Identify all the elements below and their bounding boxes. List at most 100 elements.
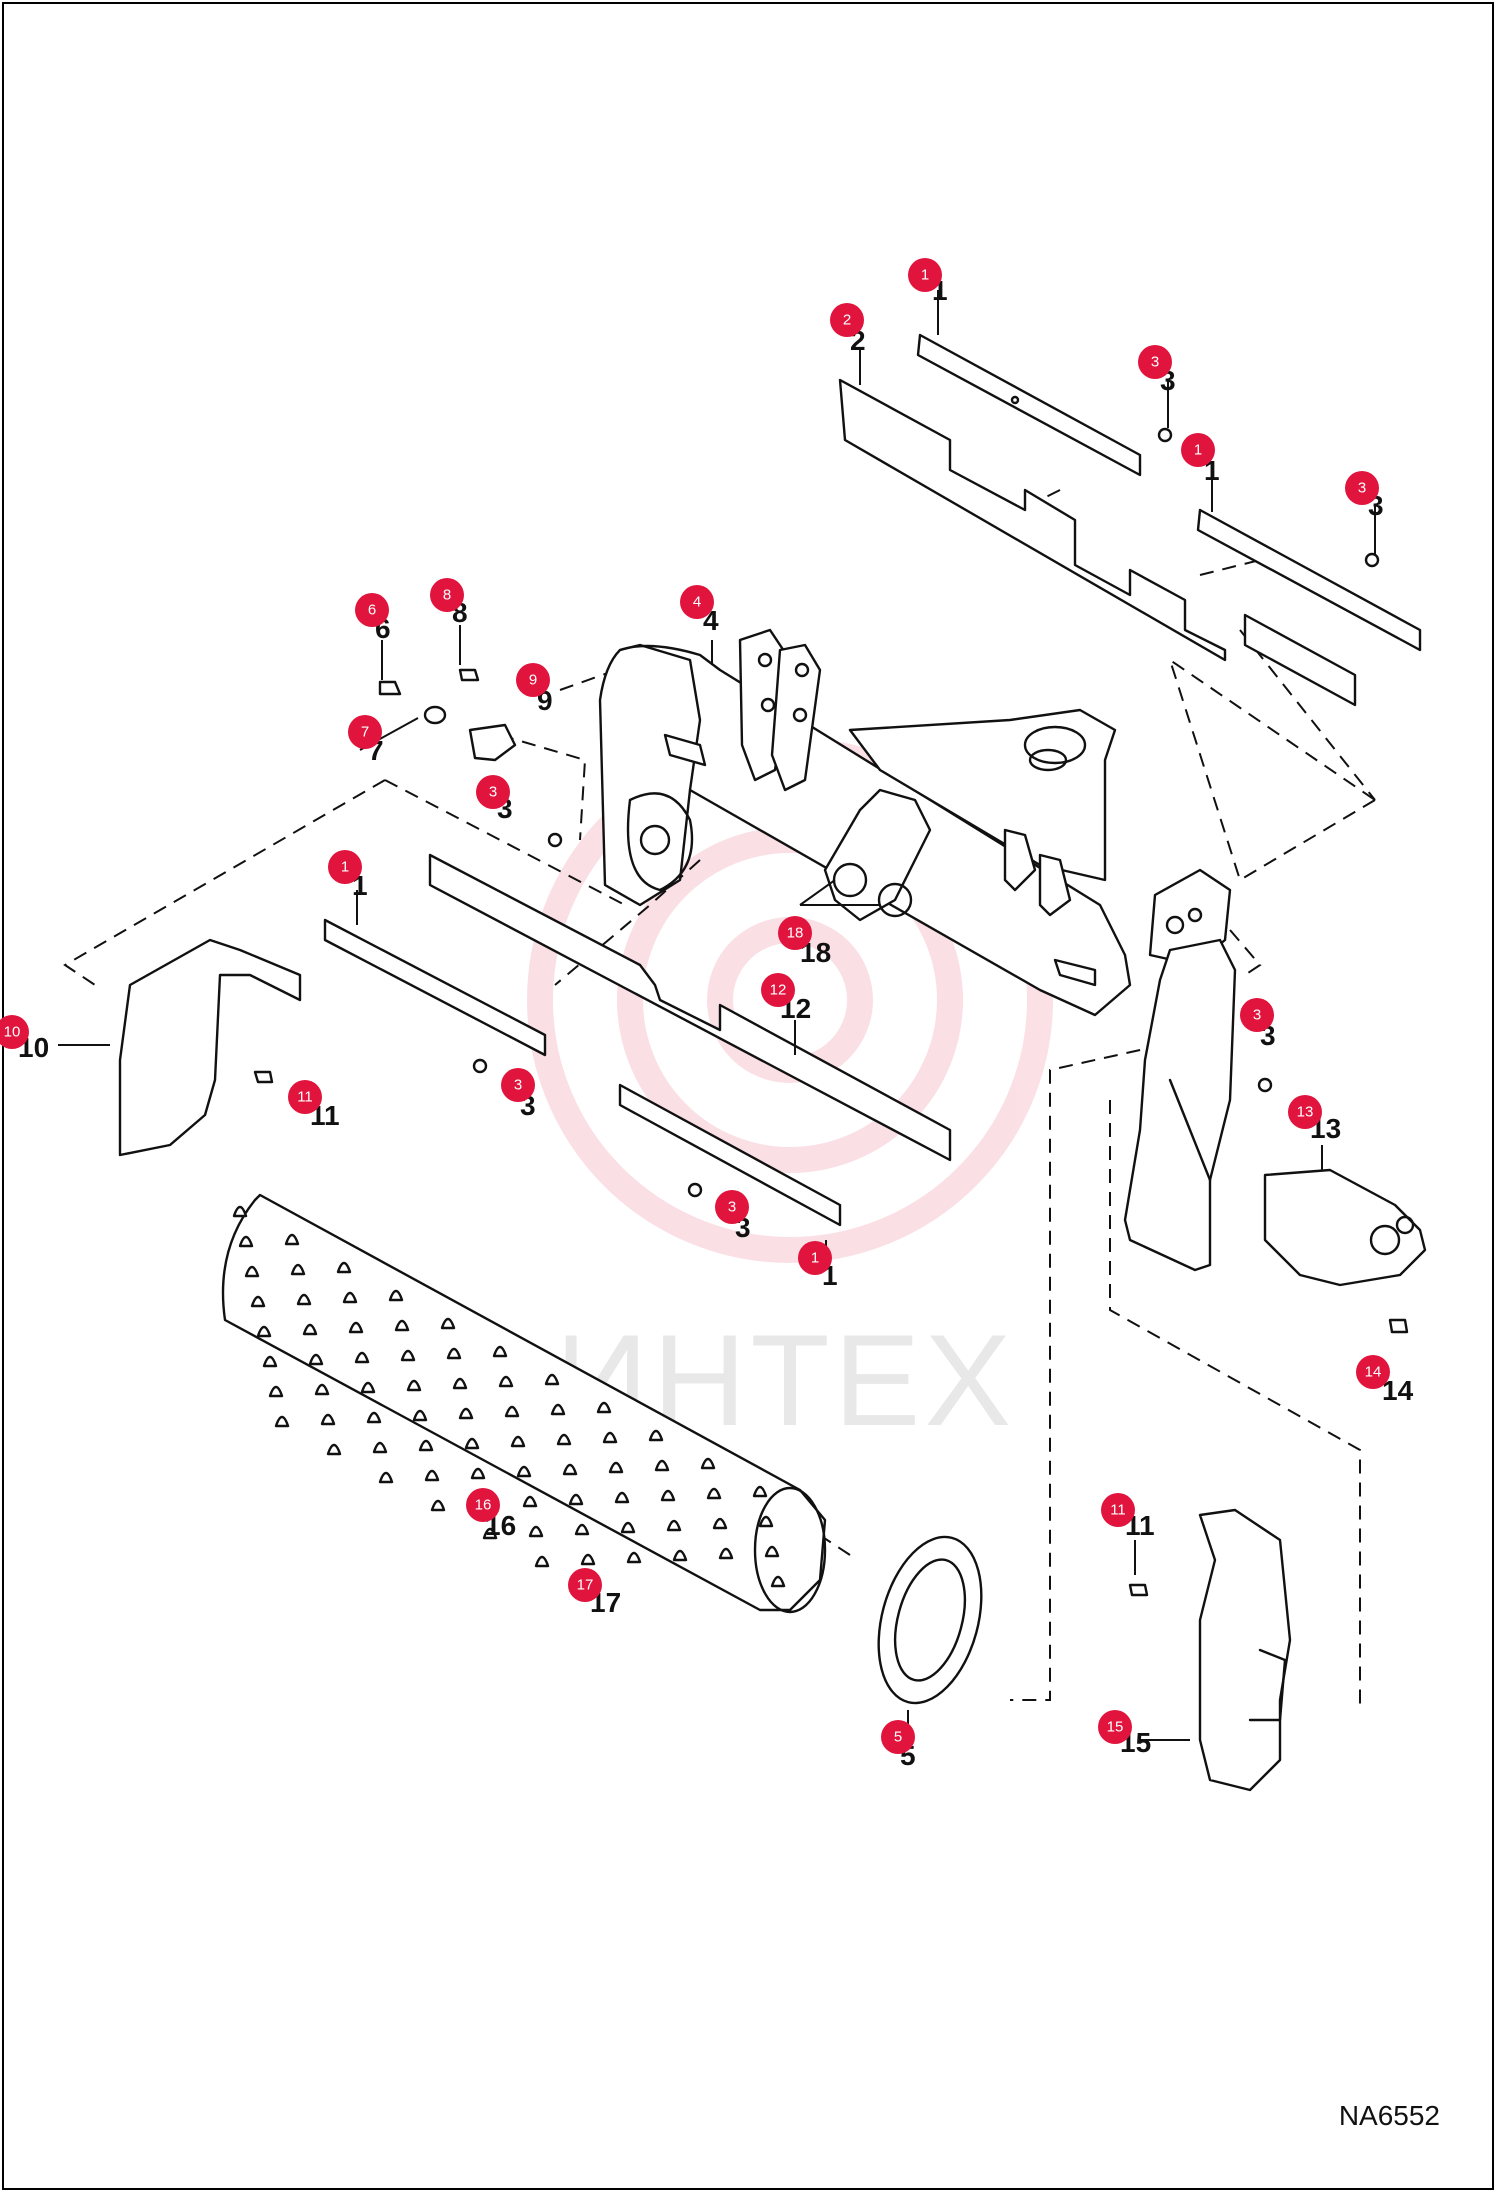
- callout-badge-c3d[interactable]: 3: [501, 1068, 535, 1102]
- drum-tooth: [296, 1293, 312, 1306]
- drum-tooth: [394, 1319, 410, 1332]
- drum-tooth: [284, 1233, 300, 1246]
- svg-text:9: 9: [529, 672, 537, 689]
- callout-badge-c3a[interactable]: 3: [1138, 345, 1172, 379]
- drum-tooth: [458, 1407, 474, 1420]
- drum-tooth: [464, 1437, 480, 1450]
- callout-badge-c14[interactable]: 14: [1356, 1355, 1390, 1389]
- svg-text:11: 11: [297, 1089, 313, 1106]
- drum-tooth: [406, 1379, 422, 1392]
- svg-text:3: 3: [514, 1077, 522, 1094]
- drum-tooth: [648, 1429, 664, 1442]
- drum-tooth: [446, 1347, 462, 1360]
- callout-badge-c18[interactable]: 18: [778, 916, 812, 950]
- drum-tooth: [342, 1291, 358, 1304]
- callout-badge-c13[interactable]: 13: [1288, 1095, 1322, 1129]
- drum-tooth: [752, 1485, 768, 1498]
- svg-text:2: 2: [843, 312, 851, 329]
- drum-tooth: [388, 1289, 404, 1302]
- svg-text:3: 3: [728, 1199, 736, 1216]
- svg-text:3: 3: [1151, 354, 1159, 371]
- drum-tooth: [354, 1351, 370, 1364]
- callout-badge-c8[interactable]: 8: [430, 578, 464, 612]
- drum-tooth: [608, 1461, 624, 1474]
- callout-badge-c1b[interactable]: 1: [1181, 433, 1215, 467]
- drum-tooth: [366, 1411, 382, 1424]
- drum-tooth: [596, 1401, 612, 1414]
- drum-tooth: [424, 1469, 440, 1482]
- drum-tooth: [326, 1443, 342, 1456]
- callout-badge-c15[interactable]: 15: [1098, 1710, 1132, 1744]
- svg-text:18: 18: [787, 925, 804, 942]
- svg-text:1: 1: [1194, 442, 1202, 459]
- callout-badge-c4[interactable]: 4: [680, 585, 714, 619]
- drum-tooth: [712, 1517, 728, 1530]
- drum-tooth: [314, 1383, 330, 1396]
- callout-badge-c10[interactable]: 10: [0, 1015, 29, 1049]
- callout-badge-c3f[interactable]: 3: [1240, 998, 1274, 1032]
- drum-tooth: [256, 1325, 272, 1338]
- drum-tooth: [400, 1349, 416, 1362]
- upper-deflector-plates: [838, 333, 1422, 707]
- drum-tooth: [534, 1555, 550, 1568]
- drum-tooth: [510, 1435, 526, 1448]
- svg-text:3: 3: [1358, 480, 1366, 497]
- hydraulic-motor-part: [1263, 1168, 1427, 1287]
- callout-badge-c2[interactable]: 2: [830, 303, 864, 337]
- drum-tooth: [672, 1549, 688, 1562]
- drum-tooth: [770, 1575, 786, 1588]
- drum-tooth: [626, 1551, 642, 1564]
- callout-badge-c7[interactable]: 7: [348, 715, 382, 749]
- drum-tooth: [562, 1463, 578, 1476]
- drum-tooth: [614, 1491, 630, 1504]
- callout-badge-c3c[interactable]: 3: [476, 775, 510, 809]
- bearing-ring-part: [877, 1535, 983, 1705]
- drum-tooth: [302, 1323, 318, 1336]
- drum-tooth: [348, 1321, 364, 1334]
- svg-text:14: 14: [1365, 1364, 1382, 1381]
- callout-badge-c12[interactable]: 12: [761, 973, 795, 1007]
- drum-tooth: [452, 1377, 468, 1390]
- right-side-plate-part: [1123, 938, 1237, 1272]
- drum-tooth: [504, 1405, 520, 1418]
- callout-badge-c1c[interactable]: 1: [328, 850, 362, 884]
- callout-badge-c16[interactable]: 16: [466, 1488, 500, 1522]
- drum-tooth: [528, 1525, 544, 1538]
- lower-deflector-plates: [323, 853, 952, 1227]
- drum-tooth: [580, 1553, 596, 1566]
- drum-tooth: [700, 1457, 716, 1470]
- drum-tooth: [758, 1515, 774, 1528]
- drum-teeth: [232, 1205, 786, 1588]
- drum-tooth: [430, 1499, 446, 1512]
- drum-tooth: [522, 1495, 538, 1508]
- callout-badge-c17[interactable]: 17: [568, 1568, 602, 1602]
- callout-badge-c5[interactable]: 5: [881, 1720, 915, 1754]
- drum-tooth: [440, 1317, 456, 1330]
- callout-badge-c6[interactable]: 6: [355, 593, 389, 627]
- drum-tooth: [764, 1545, 780, 1558]
- callout-badge-c9[interactable]: 9: [516, 663, 550, 697]
- drum-tooth: [492, 1345, 508, 1358]
- callout-badge-c3b[interactable]: 3: [1345, 471, 1379, 505]
- drum-tooth: [516, 1465, 532, 1478]
- svg-text:15: 15: [1107, 1719, 1124, 1736]
- callout-badge-c3e[interactable]: 3: [715, 1190, 749, 1224]
- callout-badge-c1a[interactable]: 1: [908, 258, 942, 292]
- svg-text:12: 12: [770, 982, 787, 999]
- drum-tooth: [250, 1295, 266, 1308]
- drum-tooth: [718, 1547, 734, 1560]
- callout-badge-c1d[interactable]: 1: [798, 1241, 832, 1275]
- callout-badge-c11a[interactable]: 11: [288, 1080, 322, 1114]
- svg-text:11: 11: [1110, 1502, 1126, 1519]
- drum-tooth: [666, 1519, 682, 1532]
- drum-tooth: [238, 1235, 254, 1248]
- callout-badge-c11b[interactable]: 11: [1101, 1493, 1135, 1527]
- drum-tooth: [550, 1403, 566, 1416]
- svg-text:10: 10: [4, 1024, 21, 1041]
- drum-tooth: [706, 1487, 722, 1500]
- drum-tooth: [568, 1493, 584, 1506]
- svg-text:3: 3: [489, 784, 497, 801]
- drum-tooth: [320, 1413, 336, 1426]
- drum-tooth: [556, 1433, 572, 1446]
